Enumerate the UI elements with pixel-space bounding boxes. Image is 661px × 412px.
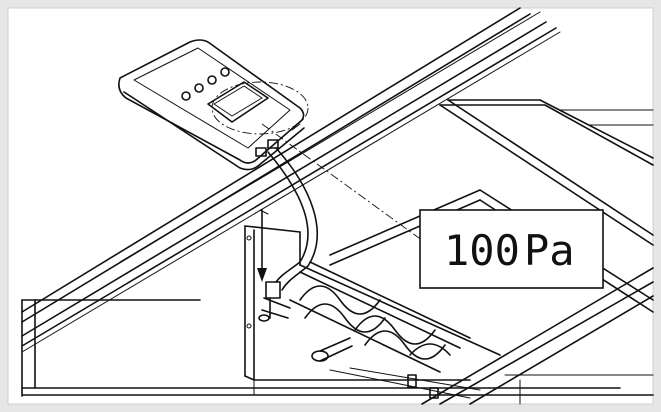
readout-box xyxy=(419,209,604,289)
pressure-hose xyxy=(258,147,318,322)
inner-compartment xyxy=(21,225,501,397)
leader-line xyxy=(261,123,431,247)
readout-value: 100 xyxy=(444,226,520,275)
readout-unit: Pa xyxy=(524,226,575,275)
right-frame xyxy=(439,99,654,246)
front-rail xyxy=(21,267,654,405)
insertion-arrow-icon xyxy=(257,209,269,282)
pressure-readout: 100 Pa xyxy=(419,209,604,289)
drawing-panel xyxy=(7,7,654,405)
top-rail xyxy=(21,7,561,353)
manometer-device xyxy=(118,39,309,171)
heater-coils xyxy=(289,261,481,399)
